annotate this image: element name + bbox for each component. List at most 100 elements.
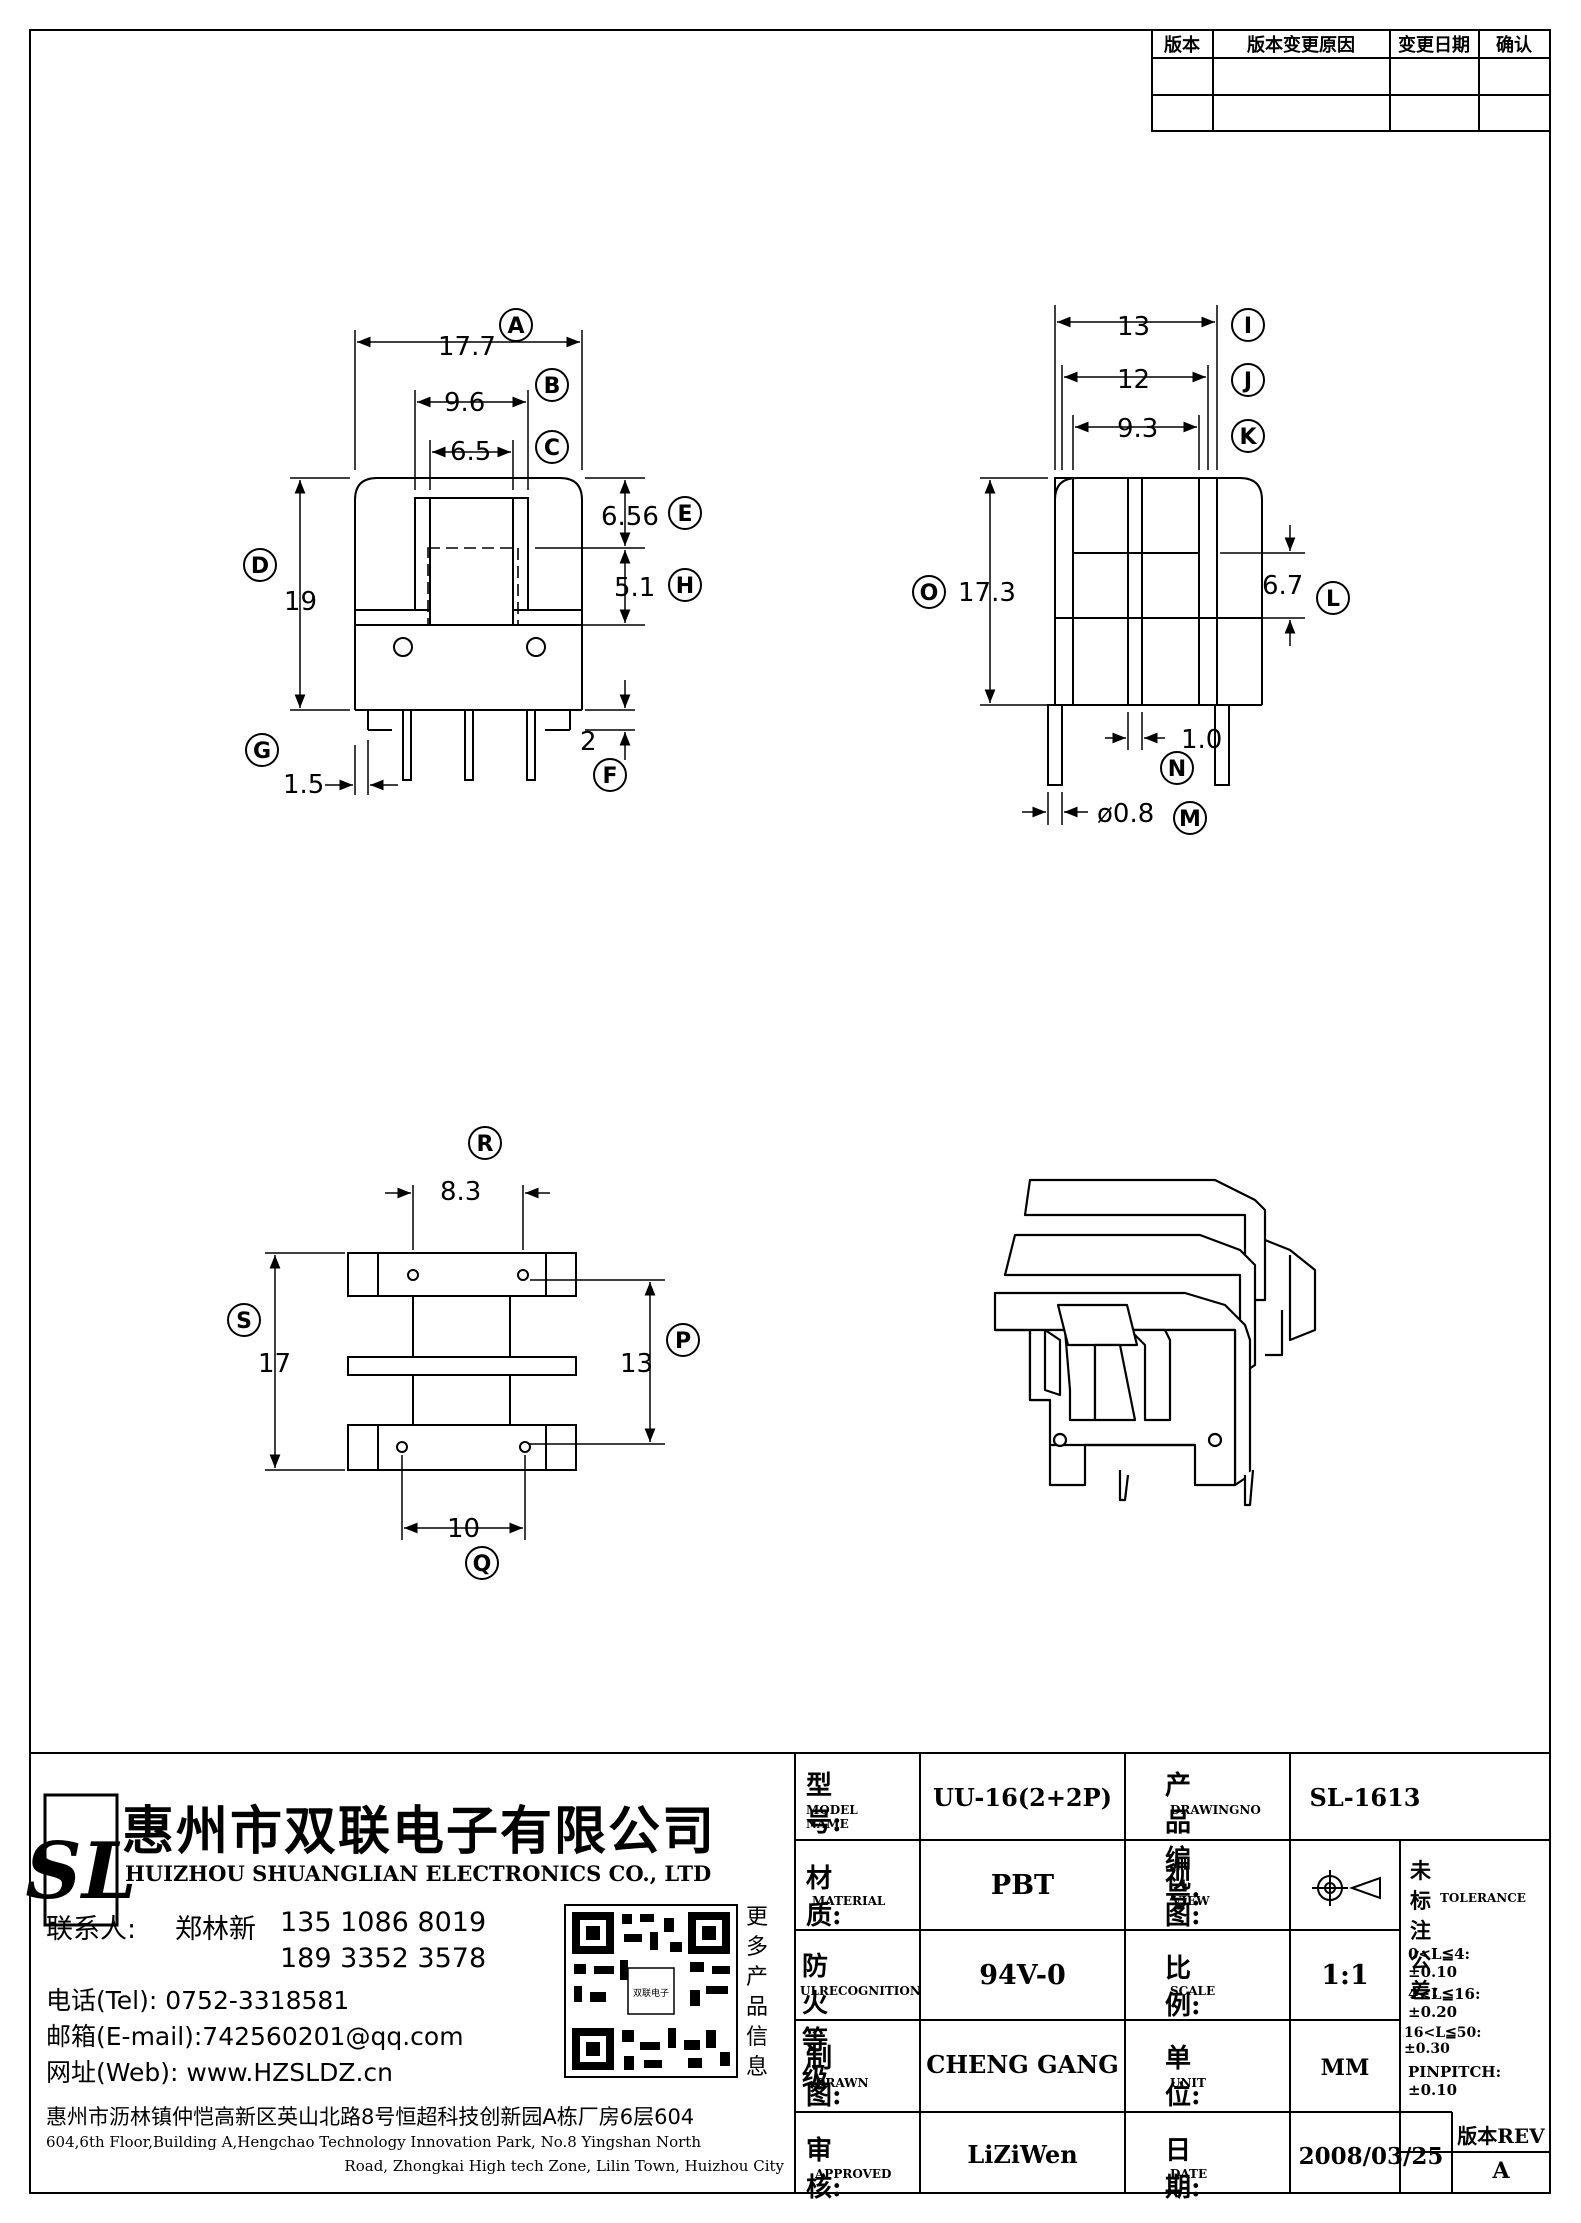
unit-label: 单位: (1165, 2044, 1201, 2111)
approved-sub: APPROVED (815, 2167, 892, 2181)
approved-value: LiZiWen (967, 2140, 1078, 2169)
dim-A-value: 17.7 (438, 332, 496, 362)
isometric-view (993, 1178, 1317, 1507)
unit-sub: UNIT (1170, 2076, 1206, 2090)
qr-caption: 更多产品信息 (746, 1905, 769, 2080)
svg-text:SL: SL (25, 1826, 136, 1917)
drawn-sub: DRAWN (815, 2076, 869, 2090)
marker-N: N (1168, 757, 1186, 782)
marker-A: A (507, 314, 524, 339)
scale-label: 比例: (1165, 1954, 1201, 2021)
address-en-2: Road, Zhongkai High tech Zone, Lilin Tow… (344, 2157, 784, 2175)
marker-D: D (251, 554, 269, 579)
qr-code[interactable]: 双联电子 (564, 1904, 738, 2078)
dim-I-value: 13 (1117, 312, 1150, 342)
material-sub: MATERIAL (812, 1894, 886, 1908)
drawing-value: SL-1613 (1309, 1783, 1421, 1812)
dim-N-value: 1.0 (1181, 725, 1222, 755)
dim-L-value: 6.7 (1262, 571, 1303, 601)
tolerance-sub: TOLERANCE (1440, 1891, 1526, 1905)
dim-D-value: 19 (284, 587, 317, 617)
company-logo: SL (25, 1793, 137, 1927)
model-label: 型号: (806, 1771, 842, 1838)
rev-header-reason: 版本变更原因 (1247, 34, 1355, 56)
dim-J-value: 12 (1117, 365, 1150, 395)
view-sub: VIEW (1172, 1894, 1210, 1908)
tolerance-label: 未标注公差: (1410, 1858, 1439, 2003)
marker-P: P (675, 1329, 691, 1354)
dim-Q-value: 10 (447, 1514, 480, 1544)
date-sub: DATE (1170, 2167, 1208, 2181)
marker-I: I (1244, 314, 1252, 339)
phone-1[interactable]: 135 1086 8019 (280, 1907, 487, 1938)
marker-B: B (544, 374, 561, 399)
address-en-1: 604,6th Floor,Building A,Hengchao Techno… (46, 2133, 701, 2151)
company-name-en: HUIZHOU SHUANGLIAN ELECTRONICS CO., LTD (125, 1861, 712, 1886)
rev-value: A (1492, 2158, 1510, 2184)
company-name-cn: 惠州市双联电子有限公司 (122, 1801, 717, 1862)
date-value: 2008/03/25 (1298, 2143, 1444, 2170)
sheet-border (29, 29, 1551, 2194)
rev-header-date: 变更日期 (1398, 34, 1470, 56)
scale-sub: SCALE (1170, 1984, 1216, 1998)
approved-label: 审核: (806, 2136, 842, 2203)
svg-text:双联电子: 双联电子 (633, 1987, 669, 1999)
marker-J: J (1242, 369, 1252, 394)
bottom-view: 8.3 17 13 10 R S P Q (227, 1126, 700, 1580)
contact-name: 郑林新 (175, 1914, 256, 1945)
model-value: UU-16(2+2P) (932, 1783, 1113, 1812)
marker-S: S (236, 1309, 252, 1334)
fire-label: 防火等级 (802, 1952, 829, 2093)
view-label: 视图: (1165, 1864, 1201, 1931)
dim-O-value: 17.3 (958, 578, 1016, 608)
dim-G-value: 1.5 (283, 770, 324, 800)
revision-table (1151, 29, 1551, 132)
marker-E: E (677, 502, 692, 527)
dim-R-value: 8.3 (440, 1177, 481, 1207)
marker-K: K (1239, 425, 1257, 450)
rev-header-version: 版本 (1164, 34, 1200, 56)
footer-frame (30, 1752, 1550, 2193)
marker-C: C (544, 436, 560, 461)
tolerance-line-2: 4<L≦16:±0.20 (1408, 1985, 1481, 2021)
marker-R: R (477, 1132, 494, 1157)
drawing-label: 产品编号: (1165, 1771, 1201, 1912)
contact-label: 联系人: (46, 1914, 137, 1945)
marker-G: G (253, 739, 271, 764)
phone-2[interactable]: 189 3352 3578 (280, 1943, 487, 1974)
unit-value: MM (1320, 2055, 1370, 2081)
tolerance-line-3: 16<L≦50:±0.30 (1404, 2025, 1482, 2057)
side-view: 13 12 9.3 17.3 6.7 1.0 ø0.8 I J K L M N … (912, 305, 1350, 835)
dim-S-value: 17 (258, 1349, 291, 1379)
scale-value: 1:1 (1321, 1960, 1369, 1991)
fire-value: 94V-0 (979, 1960, 1066, 1991)
dim-C-value: 6.5 (450, 437, 491, 467)
marker-F: F (602, 764, 617, 789)
material-value: PBT (990, 1870, 1055, 1901)
dim-F-value: 2 (580, 727, 597, 757)
tolerance-line-1: 0<L≦4:±0.10 (1408, 1945, 1471, 1981)
drawn-value: CHENG GANG (926, 2050, 1119, 2079)
company-block: 惠州市双联电子有限公司 HUIZHOU SHUANGLIAN ELECTRONI… (30, 1753, 795, 2193)
dim-M-value: ø0.8 (1097, 799, 1154, 829)
marker-M: M (1179, 807, 1201, 832)
marker-H: H (676, 574, 694, 599)
website[interactable]: 网址(Web): www.HZSLDZ.cn (46, 2058, 394, 2087)
marker-Q: Q (473, 1552, 492, 1577)
dim-B-value: 9.6 (444, 388, 485, 418)
rev-header-confirm: 确认 (1496, 34, 1533, 56)
marker-L: L (1326, 587, 1340, 612)
rev-label: 版本REV (1457, 2124, 1545, 2148)
fire-sub: ULRECOGNITION (800, 1984, 921, 1998)
projection-symbol-icon (1312, 1870, 1381, 1906)
dim-E-value: 6.56 (601, 502, 659, 532)
drawn-label: 制图: (806, 2044, 842, 2111)
address-cn: 惠州市沥林镇仲恺高新区英山北路8号恒超科技创新园A栋厂房6层604 (46, 2105, 695, 2129)
dim-K-value: 9.3 (1117, 414, 1158, 444)
email[interactable]: 邮箱(E-mail):742560201@qq.com (46, 2022, 464, 2051)
date-label: 日期: (1165, 2136, 1201, 2203)
tel[interactable]: 电话(Tel): 0752-3318581 (46, 1986, 350, 2015)
front-view: 17.7 9.6 6.5 6.56 5.1 19 1.5 2 A B C D E… (243, 308, 702, 800)
drawing-sub: DRAWINGNO (1170, 1803, 1261, 1817)
